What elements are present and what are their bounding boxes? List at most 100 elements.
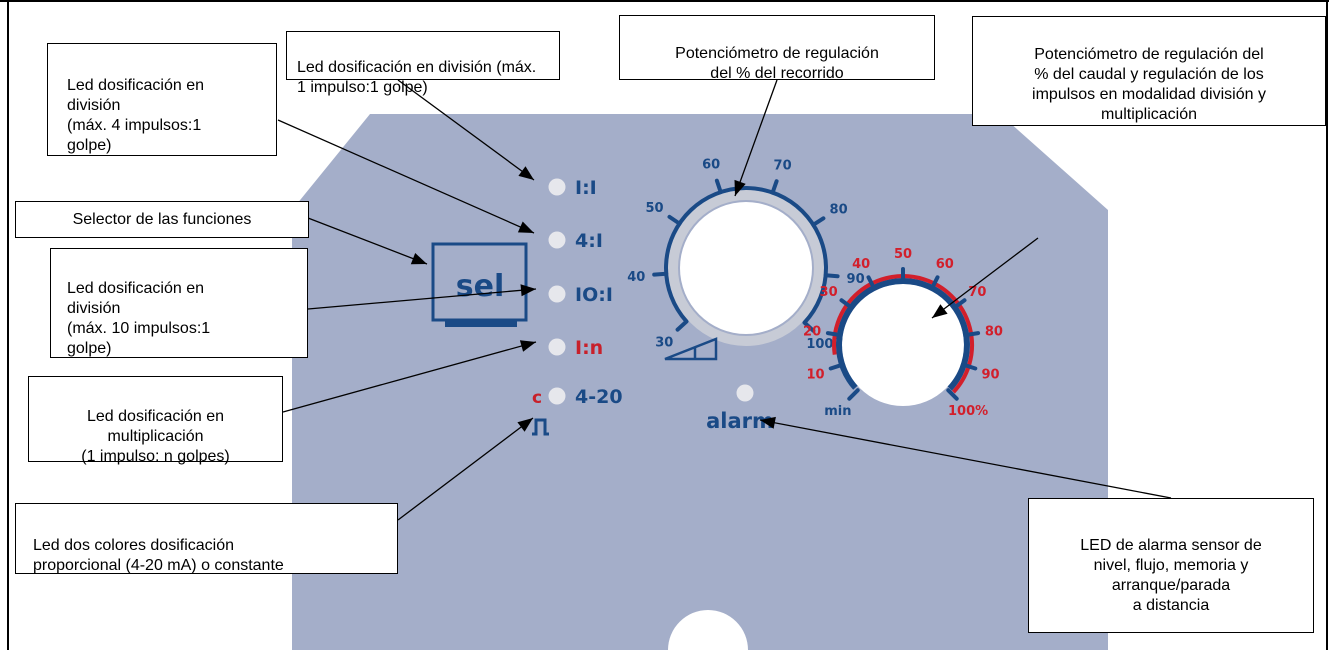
callout-flow-potentiometer: Potenciómetro de regulación del % del ca… <box>972 16 1326 126</box>
stroke-scale-ticks <box>652 178 840 333</box>
callout-led-two-colors-text: Led dos colores dosificación proporciona… <box>33 537 284 574</box>
led-label-4-20: 4-20 <box>575 386 623 408</box>
callout-led-division-4: Led dosificación en división (máx. 4 imp… <box>47 43 277 156</box>
leader-lines <box>277 79 1172 521</box>
callout-function-selector: Selector de las funciones <box>15 201 309 238</box>
led-alarm <box>736 384 754 402</box>
flow-scale-tick <box>961 362 978 371</box>
arrowhead <box>517 221 534 233</box>
led-ratio-4-1 <box>548 231 566 249</box>
leader-led-div-10 <box>307 288 537 310</box>
flow-scale-tick <box>964 331 981 337</box>
stroke-scale-tick <box>823 273 840 279</box>
leader-flow-pot <box>931 237 1039 319</box>
led-ratio-1-n <box>548 338 566 356</box>
stroke-scale-tick <box>714 178 723 195</box>
arrowhead <box>520 284 536 297</box>
panel-face <box>292 114 1108 650</box>
arrowhead <box>410 253 427 265</box>
stroke-scale-label: 60 <box>702 158 720 173</box>
leader-selector <box>307 217 428 265</box>
leader-led-div-1 <box>397 79 535 181</box>
stroke-scale-label: 40 <box>627 270 645 285</box>
arrowhead <box>734 179 746 196</box>
led-label-1-n: I:n <box>575 337 603 359</box>
led-label-1-1: I:I <box>575 177 597 199</box>
arrowhead <box>517 418 533 432</box>
flow-scale-arc-red <box>832 274 974 394</box>
callout-led-multiplication: Led dosificación en multiplicación (1 im… <box>28 376 283 465</box>
flow-scale-label: 90 <box>981 367 999 382</box>
stroke-scale-tick <box>652 271 669 277</box>
leader-stroke-pot <box>734 79 778 197</box>
flow-scale-label: 80 <box>985 325 1003 340</box>
square-wave-icon <box>532 418 549 436</box>
stroke-scale-tick <box>770 179 779 195</box>
callout-led-alarm: LED de alarma sensor de nivel, flujo, me… <box>1028 498 1314 633</box>
callout-led-division-10: Led dosificación en división (máx. 10 im… <box>50 248 308 358</box>
flow-scale-tick <box>866 275 876 290</box>
sel-button-label: sel <box>456 269 505 304</box>
flow-scale-tick <box>839 298 854 310</box>
leader-led-two-colors <box>397 417 534 521</box>
flow-scale-tick <box>825 331 842 337</box>
flow-scale-label: 10 <box>806 367 824 382</box>
callout-led-division-10-text: Led dosificación en división (máx. 10 im… <box>67 280 211 357</box>
flow-scale-label: 30 <box>820 285 838 300</box>
led-label-4-1: 4:I <box>575 230 603 252</box>
stroke-scale-label: 70 <box>774 158 792 173</box>
stroke-scale-tick <box>667 214 682 226</box>
flow-knob-face <box>842 284 964 406</box>
stroke-knob-rim <box>668 190 824 346</box>
stroke-scale-tick <box>811 216 826 227</box>
stroke-knob-face <box>680 202 812 334</box>
arrowhead <box>519 340 536 352</box>
flow-scale-label: 100% <box>948 404 988 419</box>
sel-button[interactable]: sel <box>431 242 528 327</box>
leader-led-div-4 <box>277 119 535 234</box>
led-ratio-10-1 <box>548 285 566 303</box>
sel-button-base <box>445 320 517 327</box>
bottom-cutout <box>668 610 748 650</box>
stroke-scale-arc <box>664 186 828 324</box>
callout-led-division-4-text: Led dosificación en división (máx. 4 imp… <box>67 77 204 154</box>
arrowhead <box>932 304 948 318</box>
callout-led-division-1-text: Led dosificación en división (máx. 1 imp… <box>297 59 537 96</box>
callout-stroke-potentiometer: Potenciómetro de regulación del % del re… <box>619 15 935 82</box>
stroke-scale-label: 50 <box>645 201 663 216</box>
leader-led-alarm <box>759 419 1172 499</box>
callout-led-multiplication-text: Led dosificación en multiplicación (1 im… <box>81 408 230 465</box>
flow-scale-label: 70 <box>968 285 986 300</box>
stroke-scale-tick <box>802 320 816 333</box>
stroke-scale-tick <box>675 319 689 332</box>
stroke-scale-label: 80 <box>830 203 848 218</box>
frame-left-border <box>7 0 9 650</box>
callout-flow-potentiometer-text: Potenciómetro de regulación del % del ca… <box>1032 46 1266 123</box>
flow-scale-label: 60 <box>936 257 954 272</box>
flow-scale-ticks <box>825 267 981 401</box>
flow-scale-label: min <box>824 404 851 419</box>
stroke-scale-label: 30 <box>655 336 673 351</box>
callout-led-division-1: Led dosificación en división (máx. 1 imp… <box>286 31 560 96</box>
flow-scale-tick <box>847 388 860 401</box>
arrowheads <box>410 166 948 432</box>
callout-function-selector-text: Selector de las funciones <box>72 211 252 228</box>
leader-led-mult <box>282 341 537 413</box>
flow-scale-label: 20 <box>803 325 821 340</box>
arrowhead <box>518 166 534 180</box>
ramp-icon <box>664 337 718 361</box>
flow-scale-tick <box>952 298 967 310</box>
flow-scale-tick <box>930 275 940 290</box>
flow-scale-label: 50 <box>894 247 912 262</box>
callout-stroke-potentiometer-text: Potenciómetro de regulación del % del re… <box>675 45 879 82</box>
led-label-c: c <box>532 388 542 408</box>
callout-led-two-colors: Led dos colores dosificación proporciona… <box>15 503 398 574</box>
stroke-scale-label: 90 <box>847 272 865 287</box>
flow-scale-tick <box>946 388 959 401</box>
led-4-20-constant <box>548 387 566 405</box>
